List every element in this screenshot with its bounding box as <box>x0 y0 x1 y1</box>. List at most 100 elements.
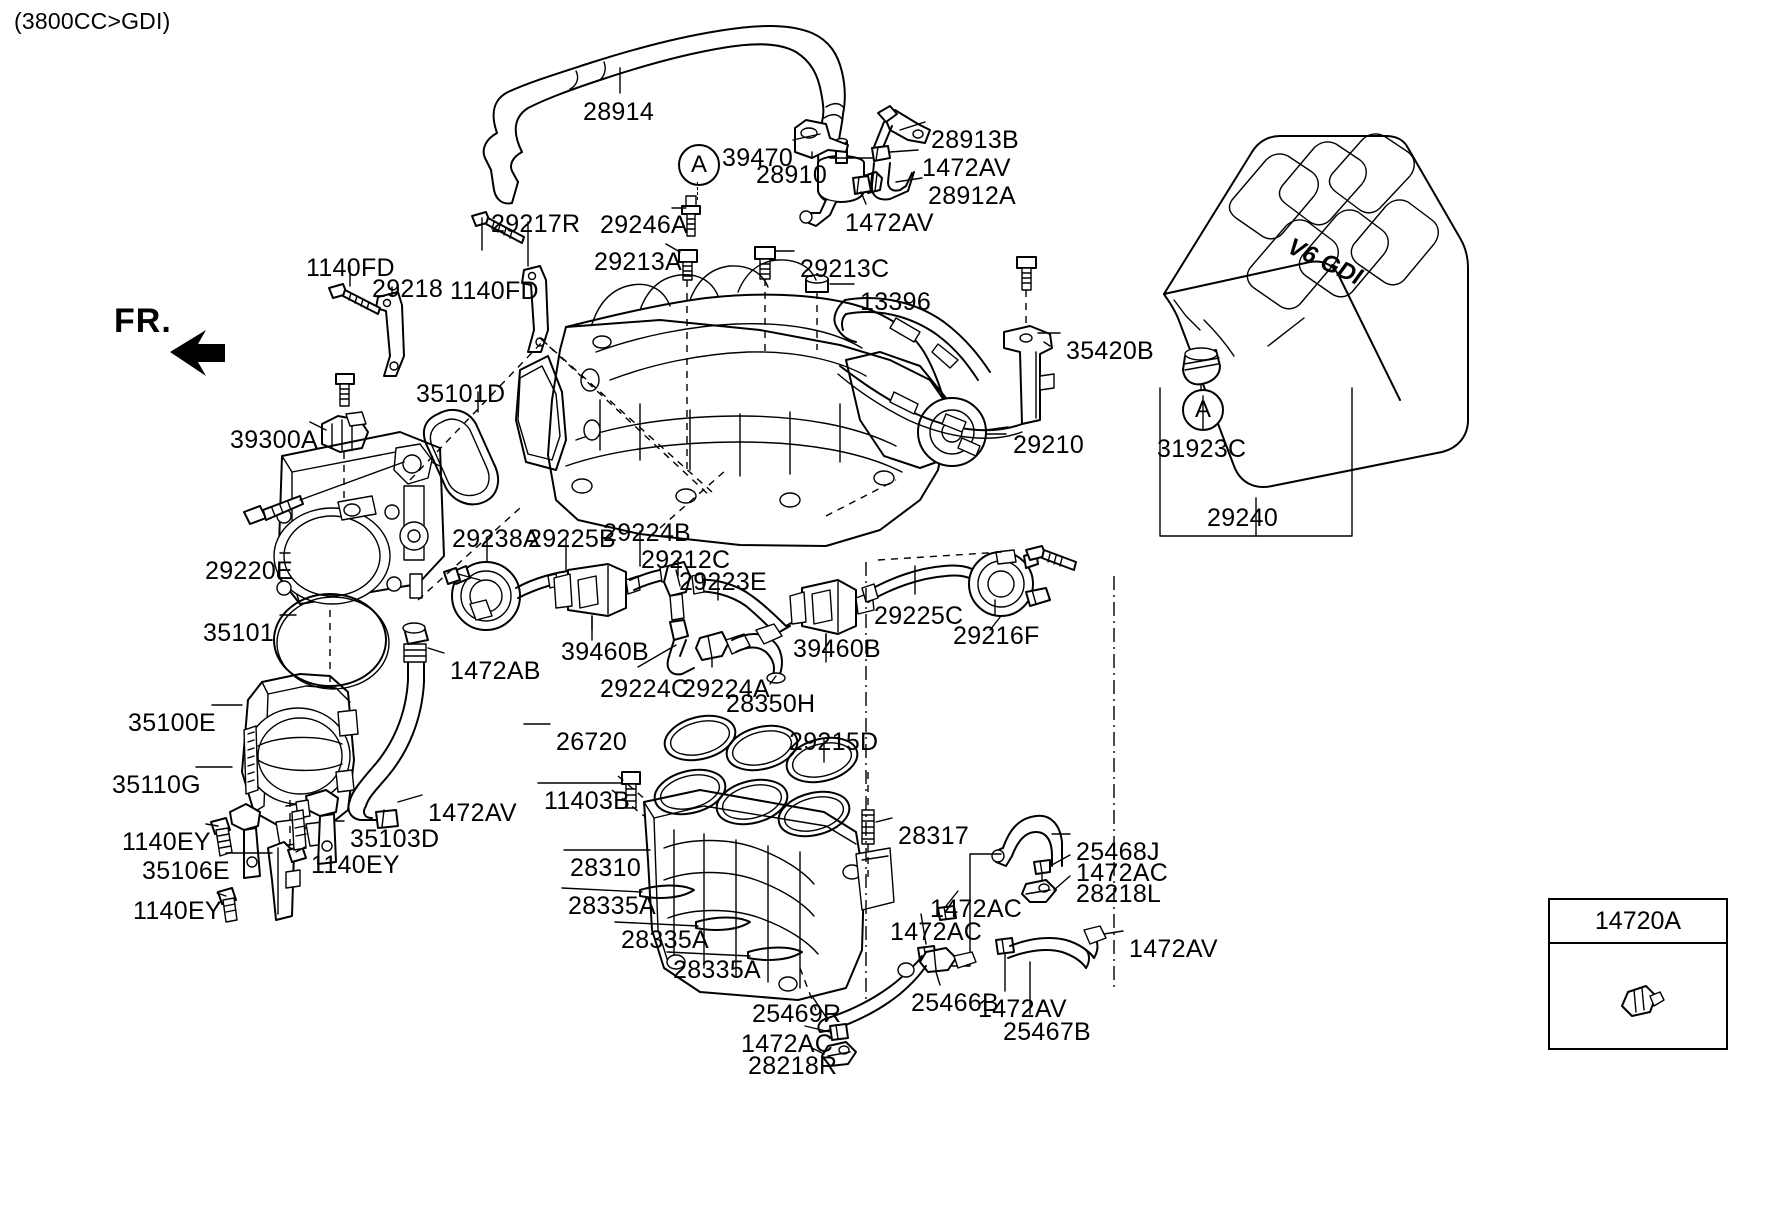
part-label-25468J: 25468J <box>1076 838 1160 866</box>
bolt-1140EY-b <box>287 809 307 863</box>
inset-panel-14720a: 14720A <box>1548 898 1728 1050</box>
bolt-29216F-fastener <box>1025 545 1077 571</box>
part-label-29224C: 29224C <box>600 675 690 703</box>
clamp-1472AV-top <box>871 145 891 162</box>
section-marker-a-leader <box>697 182 698 200</box>
bolt-1140EY-a <box>210 817 233 857</box>
nut-13396 <box>805 274 829 350</box>
part-label-1140EY-b: 1140EY <box>311 851 400 879</box>
bracket-35106E <box>267 841 301 921</box>
part-label-39300A: 39300A <box>230 426 318 454</box>
construction-x2 <box>417 507 521 601</box>
part-label-11403B: 11403B <box>544 787 631 815</box>
clip-1472AC-c <box>917 945 937 961</box>
sensor-39300A <box>321 411 369 508</box>
part-label-28335A-b: 28335A <box>621 926 709 954</box>
part-label-1140FD-b: 1140FD <box>450 277 539 305</box>
construction-x5 <box>877 551 1003 561</box>
header-note: (3800CC>GDI) <box>14 8 171 34</box>
part-label-29225C: 29225C <box>874 602 964 630</box>
part-label-25469R: 25469R <box>752 1000 842 1028</box>
part-label-13396: 13396 <box>860 288 932 316</box>
nipple-29224C <box>666 619 695 676</box>
part-label-29224B: 29224B <box>603 519 691 547</box>
part-label-35101: 35101 <box>203 619 275 647</box>
part-label-29223E: 29223E <box>679 568 767 596</box>
part-label-28317: 28317 <box>898 822 970 850</box>
clip-1472AV-bottom <box>995 937 1015 955</box>
part-label-35110G: 35110G <box>112 771 201 799</box>
construction-cross <box>539 337 713 497</box>
part-label-28335A-c: 28335A <box>673 956 761 984</box>
part-label-29217R: 29217R <box>491 210 581 238</box>
clamp-1472AV-lower <box>852 175 872 195</box>
part-label-31923C: 31923C <box>1157 435 1247 463</box>
part-label-28910: 28910 <box>756 161 828 189</box>
part-label-29213C: 29213C <box>800 255 890 283</box>
part-label-29215D: 29215D <box>789 728 879 756</box>
inset-title: 14720A <box>1550 900 1726 944</box>
part-label-1472AB: 1472AB <box>450 657 541 685</box>
bracket-28913B <box>873 105 931 151</box>
part-label-35103D: 35103D <box>350 825 440 853</box>
engine-cover-29240: V6 GDI <box>1159 133 1469 537</box>
bracket-35110G <box>229 803 261 879</box>
clip-1472AC-a <box>1033 859 1051 887</box>
part-label-1140EY-c: 1140EY <box>133 897 222 925</box>
bolt-39300A <box>335 373 355 407</box>
part-label-28218R: 28218R <box>748 1052 838 1080</box>
part-label-1472AV-m: 1472AV <box>428 799 517 827</box>
part-label-28335A-a: 28335A <box>568 892 656 920</box>
part-label-1472AC-c: 1472AC <box>890 918 983 946</box>
clip-14720A-icon <box>1621 985 1665 1017</box>
part-label-29225B: 29225B <box>528 525 616 553</box>
hose-25467B <box>1007 925 1107 969</box>
hose-29225C <box>861 564 985 603</box>
hose-25468J <box>991 814 1063 867</box>
connector-25466B <box>919 947 977 973</box>
orientation-label: FR. <box>114 302 172 340</box>
gasket-35101D <box>422 408 500 506</box>
part-label-29216F: 29216F <box>953 622 1040 650</box>
section-marker-a-top: A <box>678 144 720 186</box>
bolt-29213C <box>754 246 776 355</box>
part-label-28218L: 28218L <box>1076 880 1162 908</box>
part-label-35106E: 35106E <box>142 857 230 885</box>
hose-28912A <box>870 162 915 201</box>
part-label-25467B: 25467B <box>1003 1018 1091 1046</box>
vacuum-pump-29216F <box>968 549 1051 631</box>
fr-arrow-icon <box>170 330 225 376</box>
part-label-39460B-b: 39460B <box>793 635 881 663</box>
part-label-29213A: 29213A <box>594 248 682 276</box>
section-marker-a-cover: A <box>1182 389 1224 431</box>
connector-29224A <box>695 631 751 661</box>
bolt-35420B-fastener <box>1016 256 1037 360</box>
part-label-29240: 29240 <box>1207 504 1279 532</box>
part-label-28350H: 28350H <box>726 690 816 718</box>
part-label-1140EY-a: 1140EY <box>122 828 211 856</box>
part-label-29224A: 29224A <box>682 675 770 703</box>
bracket-29218 <box>375 291 405 377</box>
part-label-25466B: 25466B <box>911 989 999 1017</box>
part-label-28914: 28914 <box>583 98 655 126</box>
actuator-29238A <box>443 561 521 631</box>
hose-29225B <box>515 569 579 599</box>
part-label-29220E: 29220E <box>205 557 293 585</box>
part-label-29212C: 29212C <box>641 546 731 574</box>
part-label-29218: 29218 <box>372 275 444 303</box>
part-label-29210: 29210 <box>1013 431 1085 459</box>
construction-x1 <box>409 337 547 481</box>
bracket-35420B <box>837 325 1055 439</box>
part-label-1472AV-t1: 1472AV <box>922 154 1011 182</box>
part-label-28310: 28310 <box>570 854 642 882</box>
clip-28218L <box>1021 879 1057 903</box>
part-label-29246A: 29246A <box>600 211 688 239</box>
solenoid-39460B-left <box>553 563 641 641</box>
part-label-39460B-a: 39460B <box>561 638 649 666</box>
part-label-35420B: 35420B <box>1066 337 1154 365</box>
part-label-35100E: 35100E <box>128 709 216 737</box>
engine-cover-branding: V6 GDI <box>1283 233 1367 291</box>
gasket-ring-35101 <box>273 593 390 690</box>
construction-x4 <box>825 479 897 517</box>
